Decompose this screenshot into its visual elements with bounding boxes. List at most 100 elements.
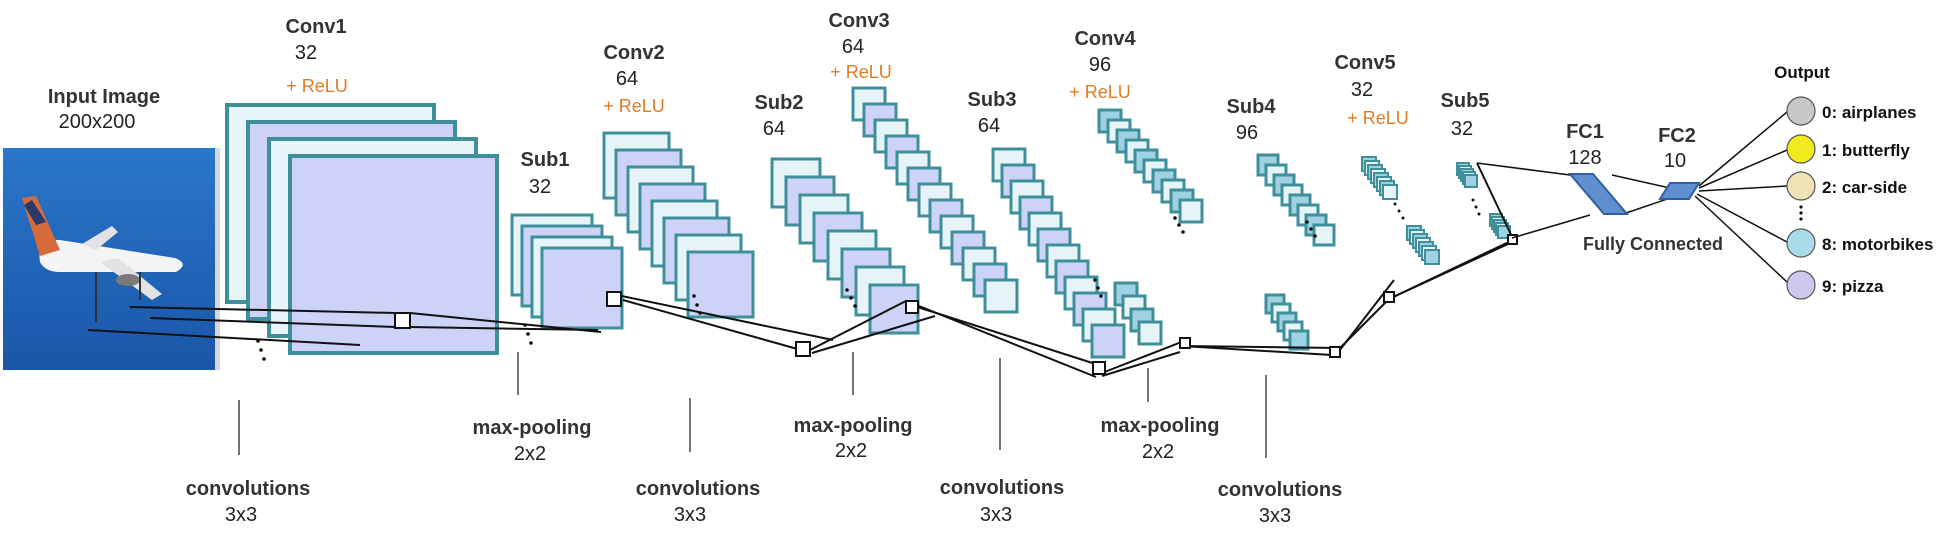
conv3-maps: 64 [842,36,864,58]
class-9-label: 9: pizza [1822,277,1884,296]
sub5-maps: 32 [1451,118,1473,140]
conv-2-size: 3x3 [674,504,706,526]
pool-1-name: max-pooling [473,417,592,439]
conv2-activation: + ReLU [603,96,665,116]
fc2-layer [1658,182,1701,200]
pool-2-size: 2x2 [835,440,867,462]
conv1-feature-map [288,154,499,355]
output-class-2: 2: car-side [1786,171,1907,201]
input-title: Input Image [48,86,160,108]
conv4-maps: 96 [1089,54,1111,76]
fc2-units: 10 [1664,150,1686,172]
conv2-feature-map [686,250,755,319]
stack-ellipsis-dots [256,198,1481,361]
fc2-output-connections [1694,111,1788,283]
class-1-label: 1: butterfly [1822,141,1910,160]
conv1-name: Conv1 [285,16,346,38]
sub3-stack [991,147,1126,359]
conv1-maps: 32 [295,42,317,64]
conv4-feature-map [1178,198,1204,224]
sub4-name: Sub4 [1227,96,1277,118]
feature-map-stacks [225,86,1511,359]
conv-1-name: convolutions [186,478,310,500]
output-class-8: 8: motorbikes [1786,228,1933,258]
class-8-marker [1786,228,1816,258]
output-section: Output 0: airplanes 1: butterfly 2: car-… [1774,63,1933,300]
conv4-lower-stack [1113,281,1163,346]
sub4-feature-map [1312,223,1336,247]
receptive-field-lines [87,162,1515,378]
output-class-9: 9: pizza [1786,270,1884,300]
fc2-name: FC2 [1658,125,1696,147]
conv1-activation: + ReLU [286,76,348,96]
conv3-name: Conv3 [828,10,889,32]
conv3-feature-map [983,278,1019,314]
class-8-label: 8: motorbikes [1822,235,1933,254]
conv4-name: Conv4 [1074,28,1136,50]
sub3-maps: 64 [978,115,1000,137]
conv5-maps: 32 [1351,79,1373,101]
conv-3-size: 3x3 [980,504,1012,526]
pool-1-size: 2x2 [514,443,546,465]
conv-2-name: convolutions [636,478,760,500]
class-9-marker [1786,270,1816,300]
class-2-label: 2: car-side [1822,178,1907,197]
output-title: Output [1774,63,1830,82]
sub1-feature-map [540,246,624,330]
conv4-stack [1097,108,1204,224]
sub2-maps: 64 [763,118,785,140]
conv5-activation: + ReLU [1347,108,1409,128]
conv-1-size: 3x3 [225,504,257,526]
class-1-marker [1786,134,1816,164]
conv5-lower-feature-map [1424,249,1440,265]
conv5-name: Conv5 [1334,52,1395,74]
output-class-0: 0: airplanes [1786,96,1917,126]
conv3-activation: + ReLU [830,62,892,82]
conv5-stack [1361,156,1398,200]
sub1-maps: 32 [529,176,551,198]
class-2-marker [1786,171,1816,201]
fc1-layer [1567,173,1630,215]
sub5-name: Sub5 [1441,90,1490,112]
class-0-marker [1786,96,1816,126]
operation-labels: convolutions 3x3 max-pooling 2x2 convolu… [186,352,1342,527]
conv-3-name: convolutions [940,477,1064,499]
sub4-lower-feature-map [1288,329,1310,351]
conv3-stack [851,86,1019,314]
sub1-name: Sub1 [521,149,570,171]
layer-labels: Conv1 32 + ReLU Sub1 32 Conv2 64 + ReLU … [285,10,1695,198]
sub4-maps: 96 [1236,122,1258,144]
conv2-name: Conv2 [603,42,664,64]
sub5-stack [1456,162,1478,188]
airplane-icon [22,196,183,322]
pool-2-name: max-pooling [794,415,913,437]
output-ellipsis [1799,205,1803,221]
conv4-activation: + ReLU [1069,82,1131,102]
conv5-lower-stack [1406,225,1440,265]
conv-4-size: 3x3 [1259,505,1291,527]
fc1-name: FC1 [1566,121,1604,143]
input-image [3,148,220,370]
pool-3-size: 2x2 [1142,441,1174,463]
sub4-stack [1256,153,1336,247]
class-0-label: 0: airplanes [1822,103,1917,122]
fully-connected-section: Fully Connected [1476,111,1788,283]
sub2-name: Sub2 [755,92,804,114]
conv2-maps: 64 [616,68,638,90]
sub3-name: Sub3 [968,89,1017,111]
conv4-lower-feature-map [1137,320,1163,346]
output-class-1: 1: butterfly [1786,134,1910,164]
conv5-feature-map [1382,184,1398,200]
fully-connected-label: Fully Connected [1583,234,1723,254]
input-size: 200x200 [59,111,136,133]
receptive-field-windows [394,234,1518,375]
sub5-feature-map [1464,174,1478,188]
sub1-stack [510,213,624,330]
fc1-units: 128 [1568,147,1601,169]
conv-4-name: convolutions [1218,479,1342,501]
sub4-lower-stack [1264,293,1310,351]
conv1-stack [225,103,499,355]
sub3-feature-map [1090,323,1126,359]
conv2-stack [602,131,755,319]
